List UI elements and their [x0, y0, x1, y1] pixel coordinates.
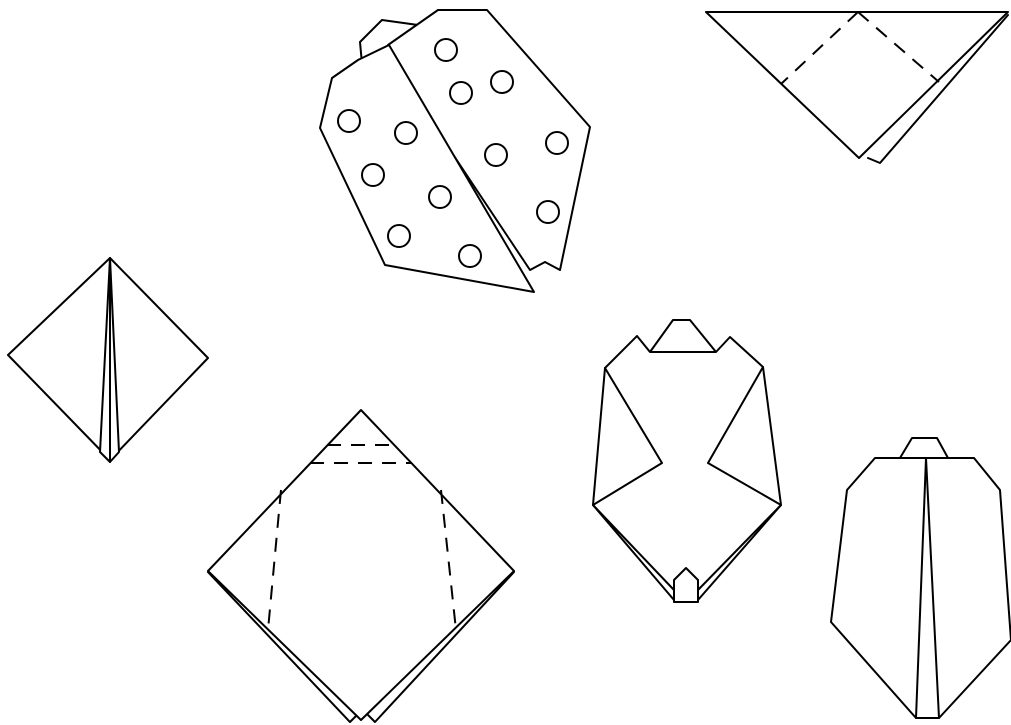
ladybug-spot: [338, 110, 360, 132]
ladybug-spot: [388, 225, 410, 247]
ladybug-spot: [459, 245, 481, 267]
ladybug-spot: [395, 122, 417, 144]
ladybug-spot: [362, 164, 384, 186]
finished-ladybug: [320, 10, 590, 292]
step-closed-wings: [831, 438, 1011, 718]
ladybug-spot: [450, 82, 472, 104]
ladybug-spot: [485, 144, 507, 166]
body-outline: [593, 336, 781, 600]
step-diamond-folds: [208, 410, 514, 722]
triangle-front-layer: [706, 12, 1008, 158]
ladybug-spot: [546, 132, 568, 154]
step-shaped-body: [593, 320, 781, 602]
step-kite: [8, 258, 208, 462]
step-triangle: [706, 12, 1008, 163]
ladybug-spot: [429, 186, 451, 208]
ladybug-spot: [491, 71, 513, 93]
ladybug-spot: [435, 39, 457, 61]
wings-head: [900, 438, 948, 458]
ladybug-spot: [537, 201, 559, 223]
body-head-tab: [650, 320, 716, 352]
diamond-front: [208, 410, 514, 720]
